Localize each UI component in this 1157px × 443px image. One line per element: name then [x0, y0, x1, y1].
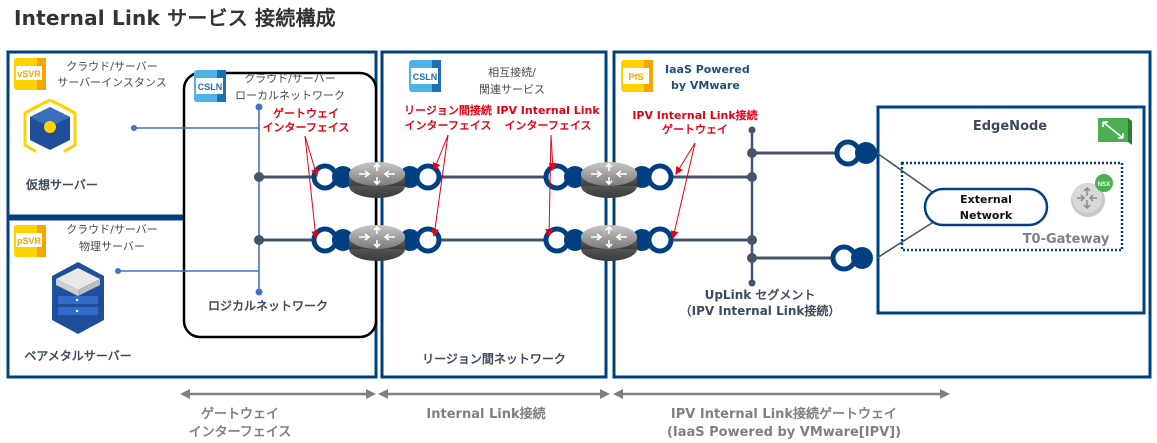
t0-gateway-frame	[900, 161, 1124, 252]
gateway-if-label-line1: ゲートウェイ	[273, 106, 339, 120]
interconnect-frame	[380, 50, 608, 379]
vsvr-badge: vSVR	[14, 58, 46, 90]
interface-port	[414, 226, 442, 254]
page-title: Internal Link サービス 接続構成	[14, 6, 336, 30]
edgenode-frame	[876, 105, 1146, 315]
psvr-badge: pSVR	[14, 225, 46, 257]
interface-port-filled	[564, 229, 586, 251]
edgenode-title: EdgeNode	[973, 119, 1047, 134]
bus-bottom-dot	[748, 279, 756, 287]
ipv-badge: PfS	[621, 60, 653, 92]
interconnect-badge-label: CSLN	[413, 72, 438, 82]
psvr-heading-line1: クラウド/サーバー	[66, 223, 158, 236]
region-network-label: リージョン間ネットワーク	[422, 352, 566, 366]
span-label-ipv-line1: IPV Internal Link接続ゲートウェイ	[671, 406, 897, 422]
router-icon	[348, 161, 406, 199]
external-network-line1: External	[960, 193, 1012, 206]
span-label-gateway-line2: インターフェイス	[189, 425, 292, 440]
interface-port-filled	[855, 142, 877, 164]
psvr-heading-line2: 物理サーバー	[79, 239, 145, 253]
uplink-label-line1: UpLink セグメント	[705, 287, 816, 302]
router-icon	[348, 224, 406, 262]
router-group-right	[543, 161, 674, 262]
arrowhead	[613, 389, 623, 399]
t0-gateway-label: T0-Gateway	[1023, 232, 1110, 247]
psvr-caption: ベアメタルサーバー	[24, 349, 131, 363]
router-icon	[580, 161, 638, 199]
arrowhead	[600, 389, 610, 399]
cloud-local-heading-line2: ローカルネットワーク	[235, 89, 345, 102]
ipv-gw-label-line2: ゲートウェイ	[662, 122, 728, 136]
junction-dot	[747, 172, 757, 182]
cloud-local-badge-label: CSLN	[198, 82, 223, 92]
interconnect-heading-line2: 関連サービス	[479, 82, 545, 96]
interface-port	[646, 226, 674, 254]
arrowhead	[180, 389, 190, 399]
bare-metal-server-icon	[52, 262, 104, 334]
vsvr-caption: 仮想サーバー	[25, 177, 98, 192]
psvr-badge-label: pSVR	[17, 236, 42, 246]
bus-bottom-dot	[255, 288, 263, 296]
junction-dot	[254, 235, 264, 245]
region-if-label-line1: リージョン間接続	[404, 103, 492, 117]
t0-router-icon	[1071, 183, 1105, 217]
edge-internal-link	[876, 152, 936, 195]
ipv-if-label-line2: インターフェイス	[504, 119, 591, 132]
span-label-gateway-line1: ゲートウェイ	[201, 406, 279, 422]
junction-dot	[747, 235, 757, 245]
span-arrows	[180, 389, 950, 399]
cloud-local-badge: CSLN	[194, 70, 226, 102]
edge-internal-link	[876, 220, 936, 259]
interface-port	[646, 163, 674, 191]
interconnect-badge: CSLN	[409, 60, 441, 92]
interface-port	[414, 163, 442, 191]
junction-dot	[254, 172, 264, 182]
vsvr-heading-line2: サーバーインスタンス	[57, 76, 166, 89]
bus-top-dot	[255, 103, 263, 111]
nsx-badge: NSX	[1095, 174, 1113, 192]
ipv-heading-line2: by VMware	[671, 79, 740, 92]
ipv-frame	[612, 50, 1152, 379]
router-group-left	[311, 161, 442, 262]
logical-network-label: ロジカルネットワーク	[208, 299, 328, 313]
ipv-heading-line1: IaaS Powered	[665, 63, 750, 76]
nsx-badge-label: NSX	[1098, 182, 1110, 188]
arrowhead	[940, 389, 950, 399]
external-network-line2: Network	[960, 209, 1013, 222]
span-label-internal-link: Internal Link接続	[426, 406, 545, 422]
virtual-server-icon	[23, 98, 77, 153]
callout-arrows	[304, 134, 696, 239]
ipv-if-label-line1: IPV Internal Link	[496, 104, 600, 117]
interface-port-filled	[564, 166, 586, 188]
arrowhead	[366, 389, 376, 399]
external-network-node	[923, 187, 1049, 227]
region-if-label-line2: インターフェイス	[404, 119, 491, 132]
router-icon	[580, 224, 638, 262]
span-label-ipv-line2: (IaaS Powered by VMware[IPV])	[667, 425, 901, 440]
arrowhead	[378, 389, 388, 399]
bus-top-dot	[748, 126, 756, 134]
interface-port-filled	[332, 229, 354, 251]
gateway-if-label-line2: インターフェイス	[262, 121, 349, 134]
interconnect-heading-line1: 相互接続/	[488, 65, 536, 79]
ipv-gw-label-line1: IPV Internal Link接続	[632, 108, 757, 122]
cloud-local-heading-line1: クラウド/サーバー	[244, 72, 336, 85]
uplink-label-line2: （IPV Internal Link接続）	[680, 303, 841, 318]
interface-port-filled	[332, 166, 354, 188]
vsvr-badge-label: vSVR	[17, 69, 41, 79]
ipv-badge-label: PfS	[628, 72, 643, 82]
edgenode-icon	[1098, 118, 1132, 145]
interface-port-filled	[851, 247, 873, 269]
vsvr-heading-line1: クラウド/サーバー	[66, 60, 158, 73]
